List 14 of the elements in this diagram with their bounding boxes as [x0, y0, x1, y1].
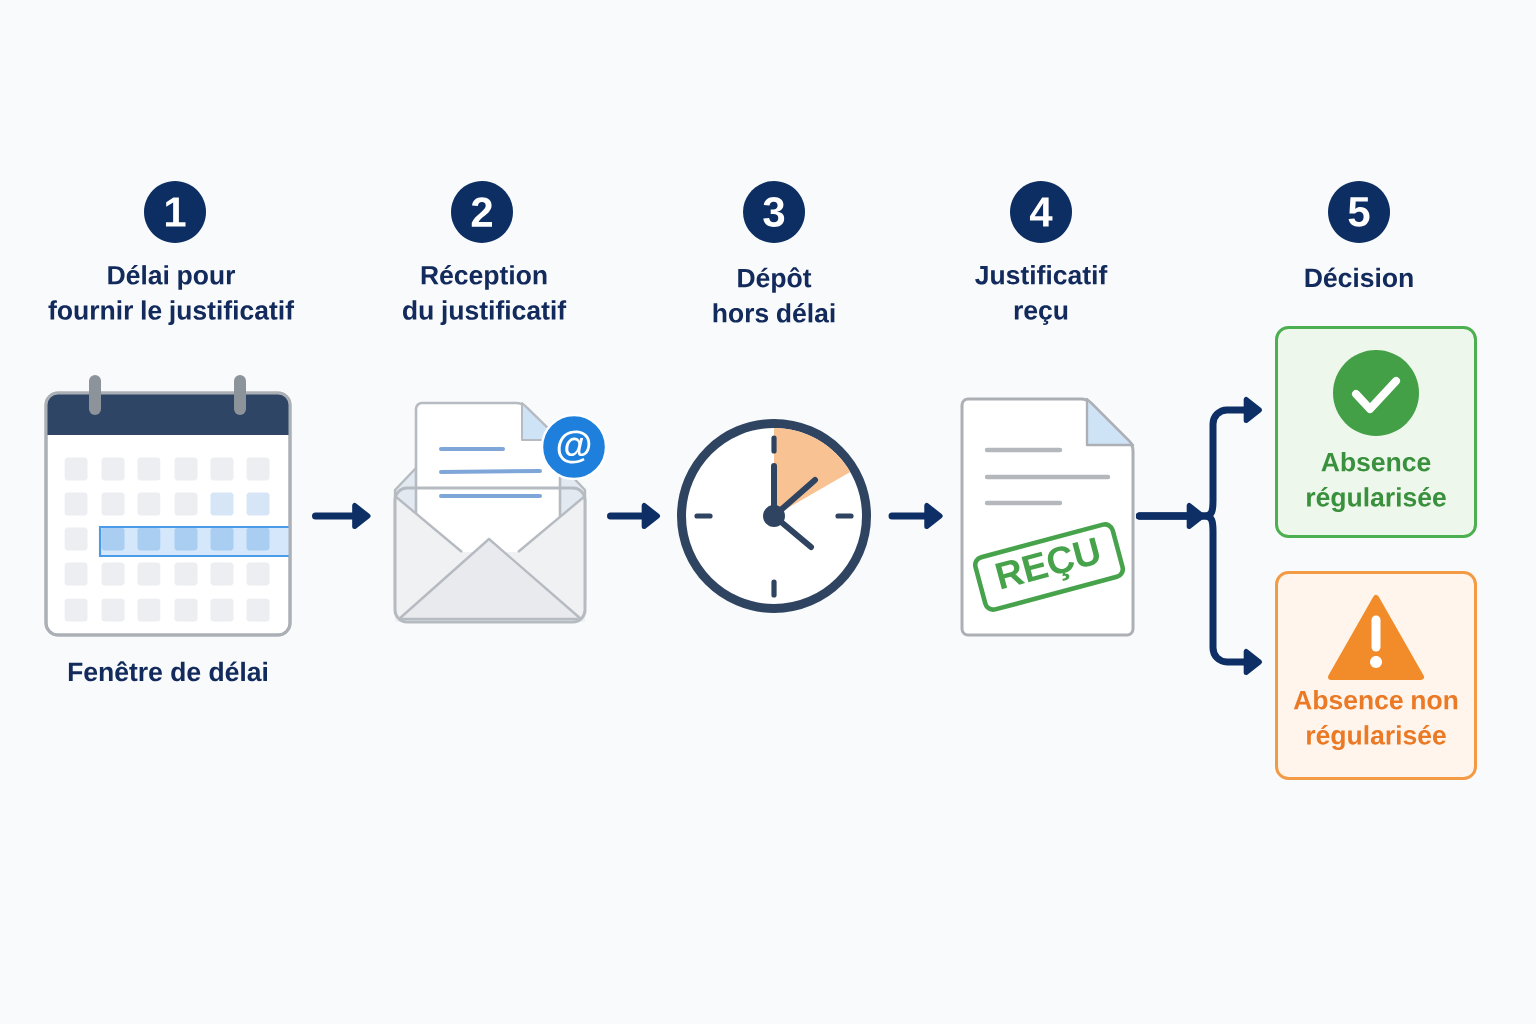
node-label: Fenêtre de délai	[68, 661, 267, 682]
stamp: REÇU	[972, 522, 1126, 612]
step-number: 2	[451, 181, 513, 243]
step-heading: Délai pour fournir le justificatif	[48, 264, 295, 326]
step-heading: Réception du justificatif	[403, 264, 567, 326]
clock-icon	[677, 419, 871, 613]
step-number: 1	[144, 181, 206, 243]
step-heading: Justificatif reçu	[975, 265, 1108, 325]
step-number: 4	[1010, 181, 1072, 243]
step-heading: Dépôt hors délai	[713, 267, 835, 323]
step-number: 3	[743, 181, 805, 243]
step-heading: Décision	[1305, 267, 1413, 288]
at-sign-badge: @	[540, 413, 608, 481]
step-number: 5	[1328, 181, 1390, 243]
